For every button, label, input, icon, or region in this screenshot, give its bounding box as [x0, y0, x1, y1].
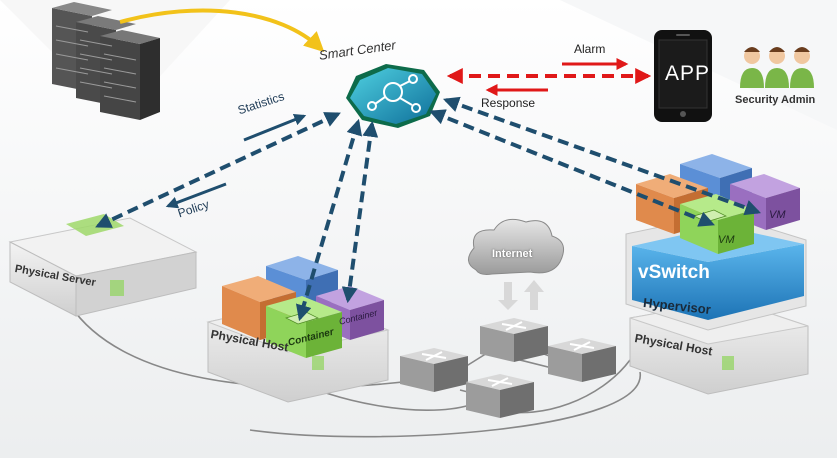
internet-cloud-icon — [468, 218, 565, 310]
vm-green-label: VM — [718, 234, 735, 246]
vswitch-panel — [632, 244, 804, 320]
policy-statistics-link — [95, 112, 341, 228]
response-label: Response — [481, 96, 536, 110]
internet-label: Internet — [492, 248, 533, 260]
policy-arrow — [165, 182, 227, 209]
server-rack-icon — [52, 2, 160, 120]
alert-flow — [446, 58, 652, 96]
hypervisor-layer — [625, 213, 807, 331]
cable — [249, 371, 641, 438]
physical-server-box — [8, 214, 198, 317]
container-link-purple — [341, 120, 379, 304]
statistics-arrow — [243, 113, 307, 142]
network-switch-icon — [400, 318, 616, 418]
physical-host-left — [206, 256, 390, 403]
sync-arrow — [119, 8, 325, 53]
security-admin-label: Security Admin — [735, 94, 816, 106]
control-flow — [95, 96, 762, 322]
app-label: APP — [665, 62, 711, 85]
vswitch-label: vSwitch — [638, 262, 710, 283]
vm-purple-label: VM — [769, 209, 786, 221]
alarm-label: Alarm — [574, 42, 606, 56]
vm-link-green — [429, 109, 715, 227]
upload-arrow — [524, 280, 544, 310]
smart-center-hub-icon — [346, 64, 440, 128]
download-arrow — [498, 282, 518, 310]
security-admin-icon — [740, 47, 814, 88]
vm-link-purple — [442, 96, 762, 216]
